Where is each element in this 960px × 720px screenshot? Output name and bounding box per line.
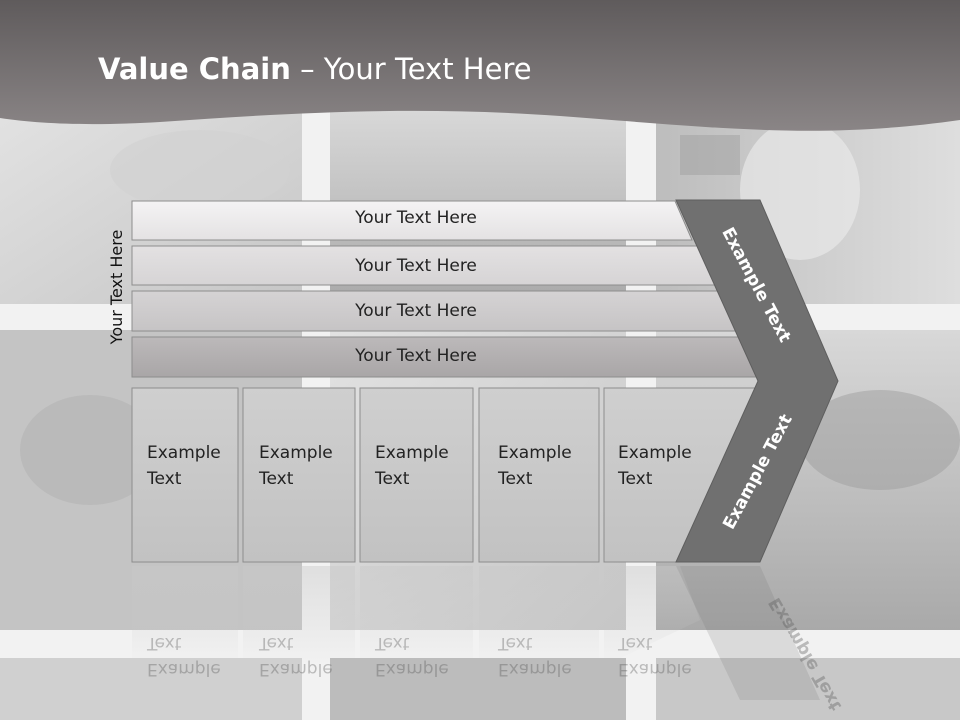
column-2-line-1: Example (259, 443, 333, 463)
column-4-line-2: Text (498, 469, 533, 489)
support-bar-4-label: Your Text Here (355, 346, 477, 366)
column-5-line-1: Example (618, 443, 692, 463)
column-5-line-2: Text (618, 469, 653, 489)
column-2-line-2: Text (259, 469, 294, 489)
photo-tile (0, 658, 302, 720)
margin-chevron (675, 199, 839, 563)
column-4-line-1: Example (498, 443, 572, 463)
support-bar-3-label: Your Text Here (355, 301, 477, 321)
column-1-line-2: Text (147, 469, 182, 489)
activity-column-4 (478, 387, 600, 563)
photo-tile (330, 658, 626, 720)
title-bold: Value Chain (98, 52, 291, 86)
support-bar-2-label: Your Text Here (355, 256, 477, 276)
title-rest: – Your Text Here (290, 52, 532, 86)
column-3-line-1: Example (375, 443, 449, 463)
support-bar-1-label: Your Text Here (355, 208, 477, 228)
side-label: Your Text Here (107, 229, 126, 345)
activity-column-1 (131, 387, 239, 563)
support-bar-1 (131, 200, 693, 241)
activity-column-3 (359, 387, 474, 563)
column-1-line-1: Example (147, 443, 221, 463)
slide-title: Value Chain – Your Text Here (98, 52, 532, 86)
activity-column-2 (242, 387, 356, 563)
photo-tile (656, 658, 960, 720)
title-band: Value Chain – Your Text Here (0, 0, 960, 140)
column-3-line-2: Text (375, 469, 410, 489)
